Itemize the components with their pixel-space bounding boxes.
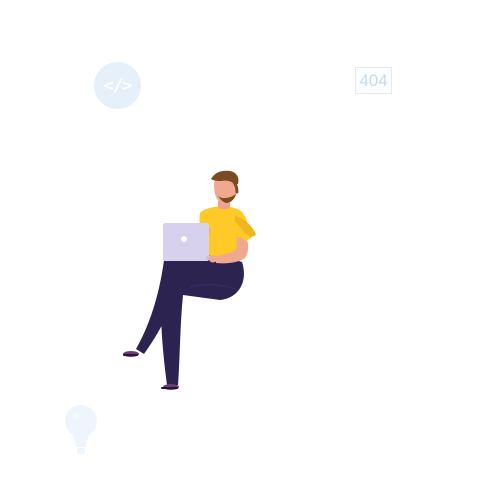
code-badge-text: </>	[103, 75, 133, 96]
code-icon: </>	[94, 62, 141, 109]
person-with-laptop	[123, 170, 256, 390]
error-code-text: 404	[359, 71, 388, 90]
error-404-icon: 404	[355, 67, 392, 94]
lightbulb-icon	[65, 405, 97, 454]
